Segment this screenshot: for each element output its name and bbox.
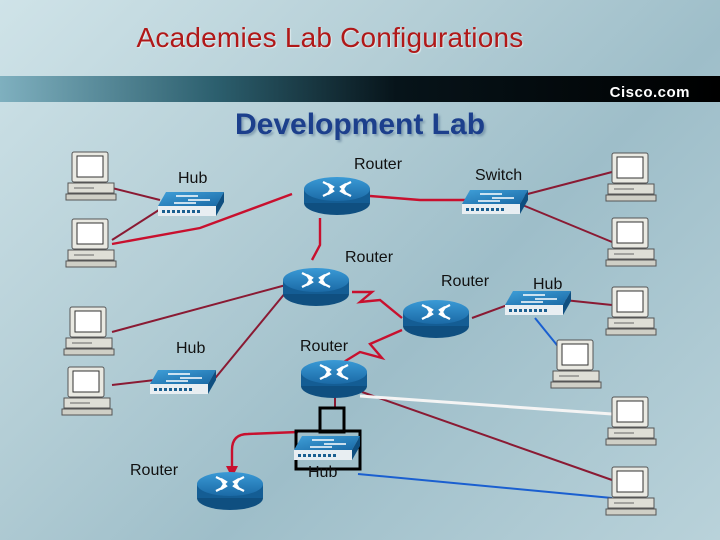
link-pc3-router [111,284,287,333]
router-mid-center[interactable] [281,266,351,308]
label-switch-top-right: Switch [475,167,523,184]
white-links [359,394,613,416]
link-pc1-hub [111,187,161,201]
highlight-box-small [318,406,346,434]
label-hub-top-left: Hub [178,170,208,187]
diagram-heading: Development Lab [234,108,486,141]
serial-link-mid [352,290,403,319]
switch-top-right[interactable] [461,189,529,215]
link-pc4-hub [111,379,156,386]
label-router-top-center: Router [354,156,403,173]
router-mid-right[interactable] [401,298,471,340]
link-routers-vertical [310,218,322,261]
link-pc2-hub [111,207,163,241]
hub-left-lower[interactable] [149,369,217,395]
pc-right-3[interactable] [605,286,657,336]
link-switch-pc6 [519,203,613,243]
hub-bottom-center[interactable] [293,435,361,461]
cisco-logo: Cisco.com [609,84,690,101]
router-top-center[interactable] [302,175,372,217]
label-hub-left-lower: Hub [176,340,206,357]
pc-right-1[interactable] [605,152,657,202]
pc-right-5[interactable] [605,396,657,446]
ethernet-links [111,171,613,481]
link-router-switch [369,194,472,202]
arrow-head [226,466,238,478]
serial-link-lower [333,328,403,370]
label-router-mid-right: Router [441,273,490,290]
pc-right-4[interactable] [550,339,602,389]
link-router-pc10 [361,391,613,481]
label-router-lower-center: Router [300,338,349,355]
pc-right-6[interactable] [605,466,657,516]
link-switch-pc5 [519,171,613,197]
router-bottom-left[interactable] [195,470,265,512]
router-lower-center[interactable] [299,358,369,400]
link-hub-router-top [111,192,293,246]
serial-links [111,192,472,478]
pc-left-1[interactable] [65,151,117,201]
link-router-pc9 [359,394,613,416]
link-hub-pc7 [563,299,613,306]
hub-top-left[interactable] [157,191,225,217]
label-router-mid-center: Router [345,249,394,266]
label-hub-right: Hub [533,276,563,293]
link-hub-router-bottom [230,430,299,470]
link-hub-pc11 [357,473,613,499]
label-router-bottom-left: Router [130,462,179,479]
header-band [0,76,720,102]
pc-left-2[interactable] [65,218,117,268]
label-hub-bottom-center: Hub [308,464,338,481]
pc-left-3[interactable] [63,306,115,356]
slide-title: Academies Lab Configurations [136,22,524,53]
pc-left-4[interactable] [61,366,113,416]
hub-right[interactable] [504,290,572,316]
link-hub-router [211,291,287,383]
pc-right-2[interactable] [605,217,657,267]
